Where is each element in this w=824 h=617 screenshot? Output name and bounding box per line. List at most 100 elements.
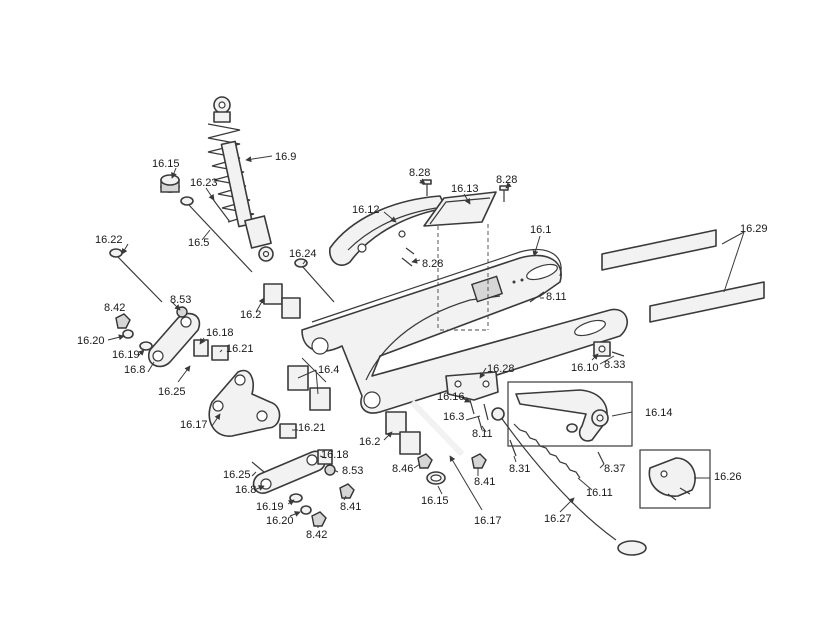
pin-16-17 bbox=[409, 399, 465, 457]
link-16-8-lower bbox=[252, 450, 326, 494]
label-16-19-b: 16.19 bbox=[256, 501, 284, 513]
label-16-9: 16.9 bbox=[275, 151, 296, 163]
label-16-23: 16.23 bbox=[190, 177, 218, 189]
label-16-16: 16.16 bbox=[437, 391, 465, 403]
label-16-20-b: 16.20 bbox=[266, 515, 294, 527]
spacer-16-19-b bbox=[289, 493, 303, 503]
bolt-16-24 bbox=[294, 258, 335, 303]
label-8-53-b: 8.53 bbox=[342, 465, 363, 477]
bolt-8-31 bbox=[509, 439, 517, 457]
label-16-25-b: 16.25 bbox=[223, 469, 251, 481]
label-16-22: 16.22 bbox=[95, 234, 123, 246]
label-16-11: 16.11 bbox=[586, 487, 613, 499]
side-stand-16-27 bbox=[491, 407, 647, 556]
label-16-5: 16.5 bbox=[188, 237, 209, 249]
bolt-16-25-b bbox=[251, 461, 265, 473]
label-16-12: 16.12 bbox=[352, 204, 380, 216]
washer-16-20-b bbox=[300, 505, 312, 515]
shock-absorber bbox=[207, 96, 274, 262]
label-8-53-a: 8.53 bbox=[170, 294, 191, 306]
label-16-1: 16.1 bbox=[530, 224, 551, 236]
label-16-17-b: 16.17 bbox=[474, 515, 502, 527]
bolt-8-28-c bbox=[401, 247, 415, 267]
label-16-15-b: 16.15 bbox=[421, 495, 449, 507]
label-16-15-a: 16.15 bbox=[152, 158, 180, 170]
label-16-18-b: 16.18 bbox=[321, 449, 349, 461]
ring-16-15 bbox=[426, 471, 446, 485]
label-8-42-a: 8.42 bbox=[104, 302, 125, 314]
label-16-21-b: 16.21 bbox=[298, 422, 326, 434]
nut-8-53-b bbox=[324, 464, 336, 476]
spacer-16-19-a bbox=[139, 341, 153, 351]
label-16-2-a: 16.2 bbox=[240, 309, 261, 321]
bolt-8-11-b bbox=[477, 415, 483, 431]
label-8-41-a: 8.41 bbox=[474, 476, 495, 488]
label-8-31: 8.31 bbox=[509, 463, 530, 475]
nut-8-41-a bbox=[471, 453, 487, 469]
label-16-10: 16.10 bbox=[571, 362, 599, 374]
label-16-13: 16.13 bbox=[451, 183, 479, 195]
label-16-19-a: 16.19 bbox=[112, 349, 140, 361]
nut-8-41-b bbox=[339, 483, 355, 499]
label-8-37: 8.37 bbox=[604, 463, 625, 475]
label-16-17-a: 16.17 bbox=[180, 419, 208, 431]
bushing-16-18-b bbox=[317, 449, 333, 465]
label-16-18-a: 16.18 bbox=[206, 327, 234, 339]
leader-lines bbox=[107, 155, 745, 528]
label-8-41-b: 8.41 bbox=[340, 501, 361, 513]
rocker-16-17 bbox=[208, 369, 281, 437]
bolt-16-22 bbox=[109, 248, 163, 303]
bolt-8-37 bbox=[597, 451, 605, 465]
spring-16-11 bbox=[513, 423, 581, 479]
part-labels: 16.15 16.9 16.23 16.5 16.22 16.24 8.28 8… bbox=[77, 151, 768, 541]
label-16-14: 16.14 bbox=[645, 407, 673, 419]
label-8-42-b: 8.42 bbox=[306, 529, 327, 541]
label-16-20-a: 16.20 bbox=[77, 335, 105, 347]
label-8-11-a: 8.11 bbox=[546, 291, 567, 303]
bushing-top bbox=[160, 174, 180, 193]
label-16-28: 16.28 bbox=[487, 363, 515, 375]
label-16-2-b: 16.2 bbox=[359, 436, 380, 448]
bolt-8-28-a bbox=[422, 179, 432, 196]
label-8-28-c: 8.28 bbox=[422, 258, 443, 270]
label-16-25-a: 16.25 bbox=[158, 386, 186, 398]
bracket-16-10 bbox=[593, 341, 611, 357]
label-16-8-a: 16.8 bbox=[124, 364, 145, 376]
swing-arm bbox=[301, 248, 629, 414]
nut-8-42-a bbox=[115, 313, 131, 329]
bushing-16-2-b bbox=[385, 411, 421, 455]
bolt-16-3 bbox=[483, 403, 489, 421]
label-16-26: 16.26 bbox=[714, 471, 742, 483]
label-8-28-a: 8.28 bbox=[409, 167, 430, 179]
stand-bracket-16-14 bbox=[507, 381, 633, 447]
label-8-46: 8.46 bbox=[392, 463, 413, 475]
chain-slider bbox=[423, 191, 497, 227]
chain-guide bbox=[329, 195, 447, 266]
label-16-24: 16.24 bbox=[289, 248, 317, 260]
label-8-11-b: 8.11 bbox=[472, 428, 493, 440]
bushing-16-2-a bbox=[263, 283, 301, 319]
bolt-8-11-a bbox=[529, 291, 545, 303]
label-8-33: 8.33 bbox=[604, 359, 625, 371]
label-16-4: 16.4 bbox=[318, 364, 339, 376]
bolt-8-33 bbox=[611, 351, 625, 357]
bolt-8-28-b bbox=[499, 185, 509, 202]
label-16-3: 16.3 bbox=[443, 411, 464, 423]
link-rocker-upper bbox=[147, 312, 201, 368]
label-16-27: 16.27 bbox=[544, 513, 572, 525]
nut-8-46 bbox=[417, 453, 433, 469]
bolt-16-23 bbox=[211, 197, 231, 223]
washer-16-20-a bbox=[122, 329, 134, 339]
decal-lower bbox=[649, 281, 765, 323]
bushing-16-21-a bbox=[211, 345, 229, 361]
decal-upper bbox=[601, 229, 717, 271]
bolt-16-5 bbox=[180, 196, 253, 273]
bracket-16-28 bbox=[445, 371, 499, 401]
bolt-16-16 bbox=[469, 399, 475, 415]
switch-16-26 bbox=[639, 449, 711, 509]
label-16-8-b: 16.8 bbox=[235, 484, 256, 496]
label-8-28-b: 8.28 bbox=[496, 174, 517, 186]
nut-8-42-b bbox=[311, 511, 327, 527]
bushing-16-21-b bbox=[279, 423, 297, 439]
